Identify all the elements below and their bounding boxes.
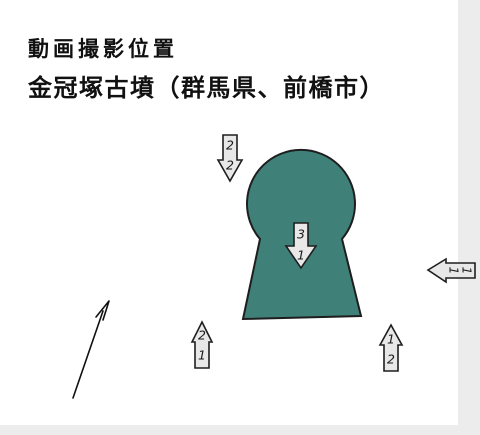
camera-label: 3 — [297, 227, 305, 242]
camera-position-arrow: 2 1 — [190, 320, 214, 369]
down-arrow-icon — [284, 222, 318, 270]
camera-label: 2 — [387, 352, 395, 367]
camera-position-arrow: 1 2 — [378, 323, 404, 372]
tomb-name: 金冠塚古墳（群馬県、前橋市） — [27, 74, 385, 102]
camera-label: 2 — [198, 328, 206, 343]
north-arrow-head — [95, 300, 110, 321]
north-arrow-shaft — [72, 310, 104, 399]
up-arrow-icon — [190, 320, 214, 369]
camera-label: 1 — [387, 332, 395, 347]
camera-position-arrow: 1 1 — [426, 257, 476, 284]
camera-label: 1 — [297, 248, 305, 263]
camera-position-arrow: 3 1 — [284, 222, 318, 270]
camera-label: 2 — [226, 158, 234, 173]
up-arrow-icon — [378, 323, 404, 372]
north-arrow-icon — [72, 300, 110, 399]
camera-label: 1 — [460, 267, 475, 275]
down-arrow-icon — [216, 134, 244, 183]
camera-label: 1 — [447, 267, 462, 275]
drawing-area — [0, 0, 458, 425]
camera-label: 2 — [226, 138, 234, 153]
camera-label: 1 — [198, 348, 206, 363]
page-title: 動画撮影位置 — [28, 37, 178, 61]
left-arrow-icon — [426, 257, 476, 284]
camera-position-arrow: 2 2 — [216, 134, 244, 183]
